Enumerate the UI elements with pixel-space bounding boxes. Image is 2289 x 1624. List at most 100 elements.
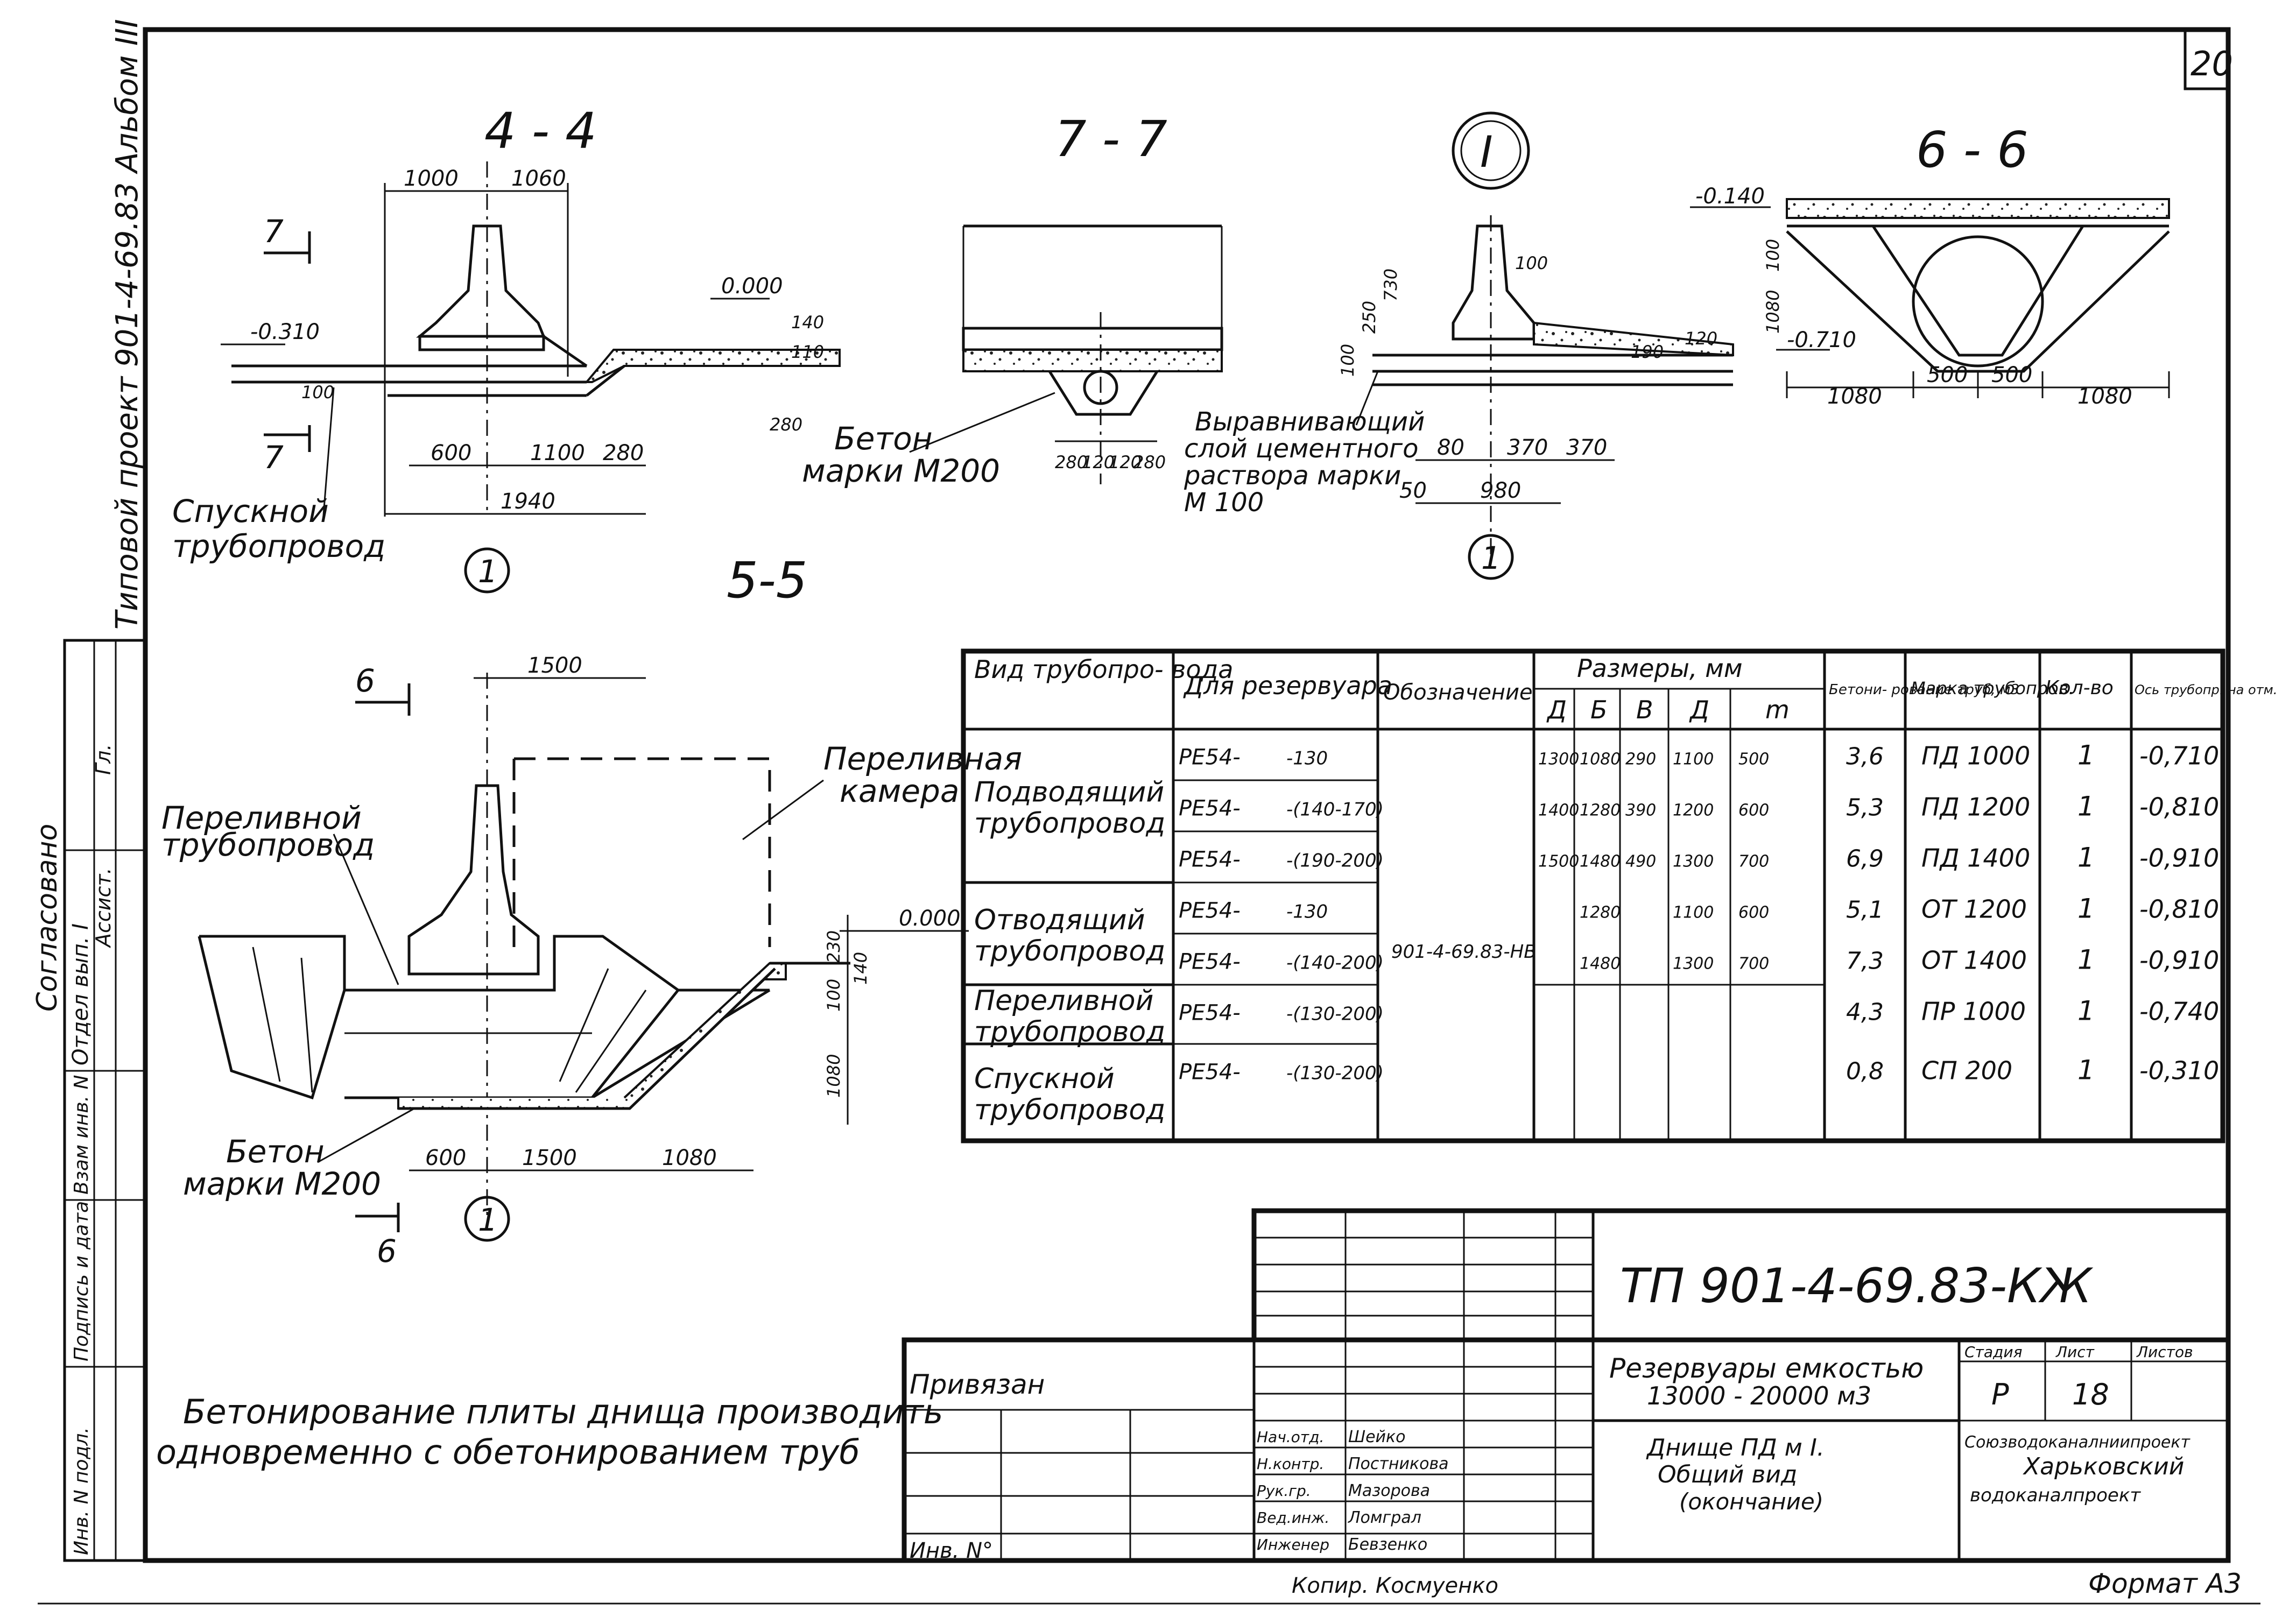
row-1-m: 600 bbox=[1738, 801, 1769, 820]
tb-role-0: Нач.отд. bbox=[1257, 1428, 1324, 1446]
s44-dim-1940: 1940 bbox=[501, 489, 555, 514]
tb-stage: Р bbox=[1991, 1378, 2009, 1411]
tb-sheet-3: (окончание) bbox=[1679, 1488, 1823, 1515]
row-1-res2: -(140-170) bbox=[1286, 799, 1384, 821]
s55-dim-1080: 1080 bbox=[662, 1146, 717, 1170]
s55-callout: 1 bbox=[478, 1202, 498, 1238]
row-1-d1: 1400 bbox=[1538, 801, 1579, 820]
s44-dim-280: 280 bbox=[603, 441, 644, 465]
row-5-axis: -0,740 bbox=[2139, 997, 2219, 1026]
tb-role-3: Вед.инж. bbox=[1257, 1509, 1329, 1527]
s44-pipe-label-2: трубопровод bbox=[172, 528, 385, 564]
row-2-d2: 1300 bbox=[1673, 852, 1714, 871]
tb-sheets-h: Листов bbox=[2136, 1343, 2193, 1361]
pipe-table bbox=[961, 648, 2225, 1143]
side-strip bbox=[63, 639, 147, 1562]
tb-sheet: 18 bbox=[2072, 1378, 2109, 1411]
row-1-d2: 1200 bbox=[1673, 801, 1714, 820]
group-name-1-a: Отводящий bbox=[974, 904, 1145, 936]
th-size-b: Б bbox=[1590, 695, 1608, 724]
s44-dim-100: 100 bbox=[301, 382, 334, 403]
detailI-dim-50: 50 bbox=[1399, 478, 1427, 503]
s44-cut-top: 7 bbox=[264, 213, 284, 250]
row-3-b: 1280 bbox=[1580, 903, 1621, 922]
group-name-2-a: Переливной bbox=[974, 985, 1153, 1017]
row-2-concrete: 6,9 bbox=[1846, 845, 1884, 873]
row-3-axis: -0,810 bbox=[2139, 895, 2219, 924]
th-qty: Кол-во bbox=[2045, 677, 2114, 699]
detailI-dim-370a: 80 bbox=[1437, 435, 1464, 460]
row-6-qty: 1 bbox=[2077, 1055, 2095, 1086]
s77-concrete-2: марки М200 bbox=[802, 453, 1000, 489]
tb-org-1: Союзводоканалниипроект bbox=[1964, 1433, 2191, 1452]
row-4-res: РЕ54- bbox=[1179, 950, 1241, 975]
detailI-level-4: М 100 bbox=[1184, 488, 1264, 518]
s55-pipe-2: трубопровод bbox=[161, 827, 375, 863]
row-2-b: 1480 bbox=[1580, 852, 1621, 871]
footer-copied: Копир. Космуенко bbox=[1292, 1573, 1498, 1598]
tb-name-0: Шейко bbox=[1348, 1428, 1406, 1446]
s44-dim-600: 600 bbox=[431, 441, 471, 465]
row-0-d1: 1300 bbox=[1538, 750, 1579, 769]
row-5-res: РЕ54- bbox=[1179, 1001, 1241, 1026]
s77-concrete-1: Бетон bbox=[834, 420, 933, 457]
s55-concrete-2: марки М200 bbox=[183, 1166, 381, 1202]
s66-dim-100: 100 bbox=[1763, 239, 1783, 272]
row-4-qty: 1 bbox=[2077, 944, 2095, 976]
tb-org-2: Харьковский bbox=[2023, 1453, 2184, 1480]
s55-cut-top: 6 bbox=[355, 662, 375, 699]
row-5-res2: -(130-200) bbox=[1286, 1004, 1384, 1025]
detailI-dim-730: 370 bbox=[1566, 435, 1607, 460]
th-sizes: Размеры, мм bbox=[1577, 654, 1743, 683]
s44-callout: 1 bbox=[478, 553, 498, 590]
row-2-mark: ПД 1400 bbox=[1921, 844, 2030, 873]
row-1-b: 1280 bbox=[1580, 801, 1621, 820]
row-0-res: РЕ54- bbox=[1179, 745, 1241, 770]
note-line-1: Бетонирование плиты днища производить bbox=[183, 1392, 943, 1431]
group-name-2-b: трубопровод bbox=[974, 1016, 1165, 1048]
row-3-m: 600 bbox=[1738, 903, 1769, 922]
row-4-res2: -(140-200) bbox=[1286, 952, 1384, 974]
row-0-qty: 1 bbox=[2077, 740, 2095, 771]
s55-chamber-1: Переливная bbox=[823, 740, 1022, 777]
detailI-dim-370b: 370 bbox=[1507, 435, 1548, 460]
row-0-v: 290 bbox=[1625, 750, 1656, 769]
row-0-axis: -0,710 bbox=[2139, 742, 2219, 771]
side-row-4: Инв. N подл. bbox=[71, 1427, 93, 1555]
th-concrete: Бетони- рование труб, м3 bbox=[1829, 682, 2019, 698]
tb-name-2: Мазорова bbox=[1348, 1481, 1430, 1500]
row-4-b: 1480 bbox=[1580, 955, 1621, 973]
tb-role-1: Н.контр. bbox=[1257, 1455, 1324, 1473]
th-mark: Марка трубопров. bbox=[1911, 678, 2074, 698]
detailI-dim-250: 250 bbox=[1359, 301, 1379, 334]
footer-format: Формат А3 bbox=[2088, 1568, 2242, 1599]
tb-name-2: 13000 - 20000 м3 bbox=[1647, 1381, 1871, 1410]
detailI-dim-120: 120 bbox=[1685, 328, 1717, 349]
row-0-res2: -130 bbox=[1286, 748, 1328, 769]
side-approval: Согласовано bbox=[31, 824, 64, 1012]
s44-dim-280b: 280 bbox=[770, 414, 802, 435]
detailI-level-3: раствора марки bbox=[1184, 461, 1401, 491]
tb-name-3: Ломграл bbox=[1348, 1508, 1421, 1527]
pipe-table-text: Вид трубопро- вода Для резервуара Обозна… bbox=[974, 654, 2277, 1126]
row-1-v: 390 bbox=[1625, 801, 1656, 820]
group-name-1-b: трубопровод bbox=[974, 935, 1165, 968]
row-4-concrete: 7,3 bbox=[1846, 948, 1884, 975]
th-kind: Вид трубопро- вода bbox=[974, 655, 1234, 684]
row-6-concrete: 0,8 bbox=[1846, 1058, 1884, 1085]
row-2-axis: -0,910 bbox=[2139, 844, 2219, 873]
section-5-5-title: 5-5 bbox=[727, 552, 807, 609]
s55-dim-600: 600 bbox=[425, 1146, 466, 1170]
tb-org-3: водоканалпроект bbox=[1970, 1485, 2141, 1506]
s55-dim-1500: 1500 bbox=[522, 1146, 577, 1170]
s77-dim-280b: 280 bbox=[1133, 452, 1166, 472]
s55-dim-230: 230 bbox=[823, 930, 844, 963]
s66-dim-1080v: 1080 bbox=[1763, 290, 1783, 334]
row-5-concrete: 4,3 bbox=[1846, 999, 1884, 1026]
row-2-m: 700 bbox=[1738, 852, 1769, 871]
row-2-res: РЕ54- bbox=[1179, 848, 1241, 872]
s44-dim-110: 110 bbox=[791, 342, 824, 362]
row-3-concrete: 5,1 bbox=[1846, 896, 1884, 924]
row-3-res: РЕ54- bbox=[1179, 899, 1241, 923]
